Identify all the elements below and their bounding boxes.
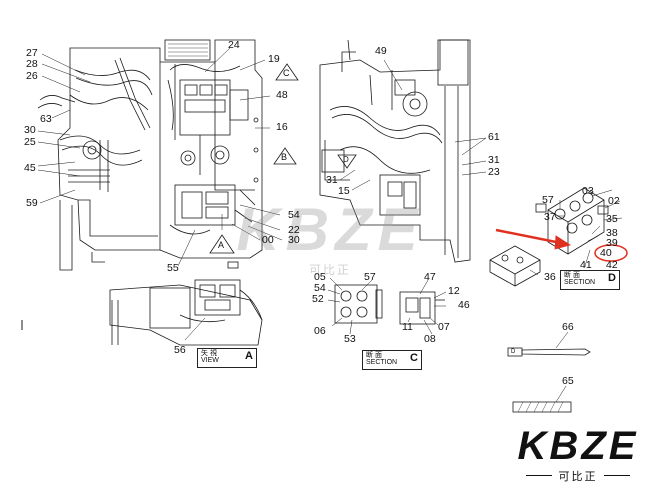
- part-65-tube: [512, 401, 572, 413]
- section-d-valve-detail: [489, 187, 609, 287]
- callout-59: 59: [26, 197, 38, 209]
- kbze-logo: KBZE 可比正: [508, 424, 648, 484]
- section-d-tag-letter: D: [608, 272, 616, 284]
- callout-23: 23: [488, 166, 500, 178]
- highlight-arrow: [495, 228, 571, 250]
- logo-rule-right: [604, 475, 630, 476]
- view-a-tag-en: VIEW: [201, 357, 219, 365]
- part-66-cable-tie: [507, 347, 591, 357]
- callout-27: 27: [26, 47, 38, 59]
- callout-53: 53: [344, 333, 356, 345]
- callout-57: 57: [542, 194, 554, 206]
- callout-30: 30: [24, 124, 36, 136]
- callout-03: 03: [582, 185, 594, 197]
- marker-c-letter: C: [283, 68, 290, 78]
- callout-63: 63: [40, 113, 52, 125]
- rear-frame-assembly: [319, 39, 471, 263]
- part-66-marker: D: [511, 349, 516, 355]
- main-frame-assembly: [37, 39, 263, 271]
- callout-46: 46: [458, 299, 470, 311]
- marker-c-top-triangle: [275, 63, 299, 81]
- callout-30b: 30: [288, 234, 300, 246]
- marker-b-letter: B: [281, 152, 288, 162]
- marker-a-letter: A: [218, 240, 225, 250]
- callout-06: 06: [314, 325, 326, 337]
- callout-40: 40: [600, 247, 612, 259]
- callout-38: 38: [606, 227, 618, 239]
- callout-31: 31: [488, 154, 500, 166]
- callout-55: 55: [167, 262, 179, 274]
- view-a-tag-letter: A: [245, 350, 253, 362]
- section-d-tag-en: SECTION: [564, 279, 596, 287]
- callout-42: 42: [606, 259, 618, 271]
- callout-65: 65: [562, 375, 574, 387]
- callout-31b: 31: [326, 174, 338, 186]
- callout-12: 12: [448, 285, 460, 297]
- callout-48: 48: [276, 89, 288, 101]
- callout-66: 66: [562, 321, 574, 333]
- section-c-tag-jp: 断 面: [366, 352, 382, 359]
- callout-19: 19: [268, 53, 280, 65]
- callout-47: 47: [424, 271, 436, 283]
- callout-45: 45: [24, 162, 36, 174]
- callout-08: 08: [424, 333, 436, 345]
- callout-00: 00: [262, 234, 274, 246]
- callout-25: 25: [24, 136, 36, 148]
- callout-24: 24: [228, 39, 240, 51]
- callout-36: 36: [544, 271, 556, 283]
- marker-d-triangle: [337, 154, 357, 169]
- section-c-detail: [334, 284, 445, 325]
- callout-41: 41: [580, 259, 592, 271]
- section-c-tag: 断 面 SECTION C: [362, 350, 422, 370]
- highlight-circle-part-40: [594, 244, 628, 262]
- callout-15: 15: [338, 185, 350, 197]
- callout-54b: 54: [314, 282, 326, 294]
- callout-05: 05: [314, 271, 326, 283]
- callout-37: 37: [544, 211, 556, 223]
- view-a-tag-jp: 矢 視: [201, 350, 217, 357]
- callout-57b: 57: [364, 271, 376, 283]
- logo-sub: 可比正: [558, 470, 598, 483]
- logo-rule-left: [526, 475, 552, 476]
- section-c-tag-en: SECTION: [366, 359, 398, 367]
- callout-61: 61: [488, 131, 500, 143]
- callout-02: 02: [608, 195, 620, 207]
- view-a-tag: 矢 視 VIEW A: [197, 348, 257, 368]
- marker-d-letter: D: [343, 155, 349, 164]
- marker-a-triangle: [209, 234, 235, 254]
- callout-39: 39: [606, 237, 618, 249]
- callout-56: 56: [174, 344, 186, 356]
- callout-54: 54: [288, 209, 300, 221]
- callout-11: 11: [402, 321, 413, 333]
- marker-b-triangle: [273, 147, 297, 165]
- section-d-tag-jp: 断 面: [564, 272, 580, 279]
- callout-52: 52: [312, 293, 324, 305]
- callout-35: 35: [606, 213, 618, 225]
- callout-16: 16: [276, 121, 288, 133]
- section-d-tag: 断 面 SECTION D: [560, 270, 620, 290]
- view-a-detail: [109, 261, 263, 346]
- section-c-tag-letter: C: [410, 352, 418, 364]
- logo-word: KBZE: [517, 424, 639, 468]
- callout-22: 22: [288, 224, 300, 236]
- callout-28: 28: [26, 58, 38, 70]
- callout-49: 49: [375, 45, 387, 57]
- callout-26: 26: [26, 70, 38, 82]
- callout-07: 07: [438, 321, 450, 333]
